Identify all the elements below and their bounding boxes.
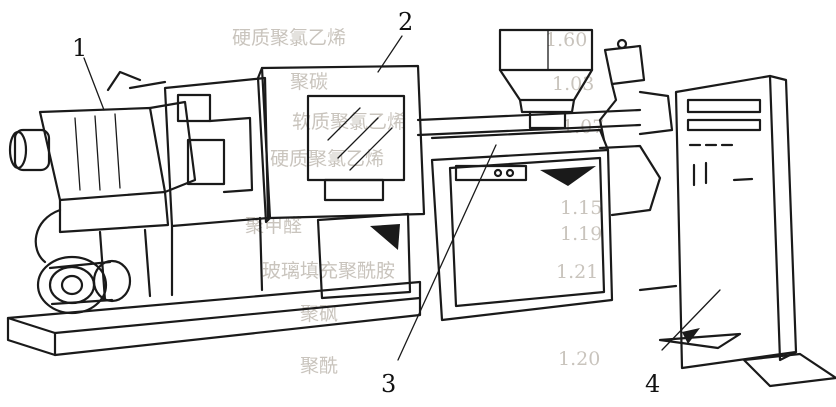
bg-left-3: 硬质聚氯乙烯 [270, 148, 384, 170]
bg-right-4: 1.19 [560, 223, 602, 245]
control-panel [638, 74, 836, 388]
bg-left-5: 玻璃填充聚酰胺 [262, 260, 395, 282]
leader-1 [83, 57, 105, 111]
control-cabinet [256, 64, 642, 300]
background-table: 硬质聚氯乙烯 聚碳 软质聚氯乙烯 硬质聚氯乙烯 聚甲醛 玻璃填充聚酰胺 聚砜 聚… [232, 27, 604, 377]
bg-right-0: 1.60 [545, 29, 587, 51]
callout-2: 2 [398, 8, 413, 36]
bg-right-6: 1.20 [558, 348, 600, 370]
gearbox [106, 70, 270, 297]
callout-3: 3 [381, 370, 396, 398]
bg-right-5: 1.21 [556, 261, 598, 283]
die-head [598, 38, 674, 142]
leader-2 [377, 35, 403, 73]
bg-left-1: 聚碳 [290, 71, 328, 93]
leader-4 [661, 289, 721, 351]
leader-3 [397, 144, 497, 361]
bg-left-0: 硬质聚氯乙烯 [232, 27, 346, 49]
bg-left-7: 聚酰 [300, 355, 338, 377]
machine-base [6, 280, 422, 357]
leader-lines [83, 35, 721, 361]
callout-4: 4 [645, 370, 660, 398]
belt-pulleys [34, 208, 132, 315]
feed-hopper [498, 28, 594, 130]
barrel-heater [430, 128, 662, 322]
bg-left-2: 软质聚氯乙烯 [292, 111, 406, 133]
bg-right-3: 1.15 [560, 197, 602, 219]
bg-right-1: 1.03 [552, 73, 594, 95]
callout-1: 1 [72, 34, 87, 62]
